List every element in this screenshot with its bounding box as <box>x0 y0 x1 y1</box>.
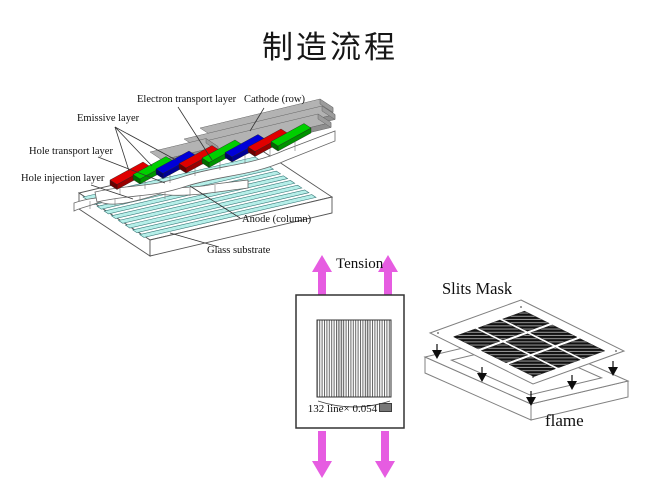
tension-arrow-up-left <box>312 255 332 296</box>
label-flame: flame <box>545 411 584 430</box>
stretched-mask-lines <box>316 319 392 398</box>
moire-band <box>365 320 370 397</box>
label-slits-mask: Slits Mask <box>442 279 513 298</box>
label-emissive-layer: Emissive layer <box>77 113 140 124</box>
tension-diagram <box>295 255 405 478</box>
tension-arrow-down-right <box>375 431 395 478</box>
alignment-arrows-down <box>432 344 618 406</box>
unit-mark <box>379 403 393 412</box>
tension-arrow-down-left <box>312 431 332 478</box>
mask-spec-text: 132 line× 0.054 <box>307 403 378 415</box>
tension-arrow-up-right <box>378 255 398 296</box>
label-anode-column: Anode (column) <box>242 214 312 225</box>
label-tension: Tension <box>336 256 384 272</box>
slits-mask-diagram <box>423 299 630 421</box>
emissive-bars <box>109 123 312 190</box>
moire-band <box>337 320 344 397</box>
label-cathode-row: Cathode (row) <box>244 94 305 105</box>
label-electron-transport-layer: Electron transport layer <box>137 94 237 105</box>
label-glass-substrate: Glass substrate <box>207 245 271 256</box>
leader-lines <box>90 106 265 248</box>
label-hole-transport-layer: Hole transport layer <box>29 146 113 157</box>
under-brace <box>317 400 391 408</box>
slide-title: 制造流程 <box>262 30 398 66</box>
mask-spec-caption: 132 line× 0.054 <box>296 403 404 415</box>
mask-slit-cells <box>452 310 606 377</box>
label-hole-injection-layer: Hole injection layer <box>21 173 105 184</box>
